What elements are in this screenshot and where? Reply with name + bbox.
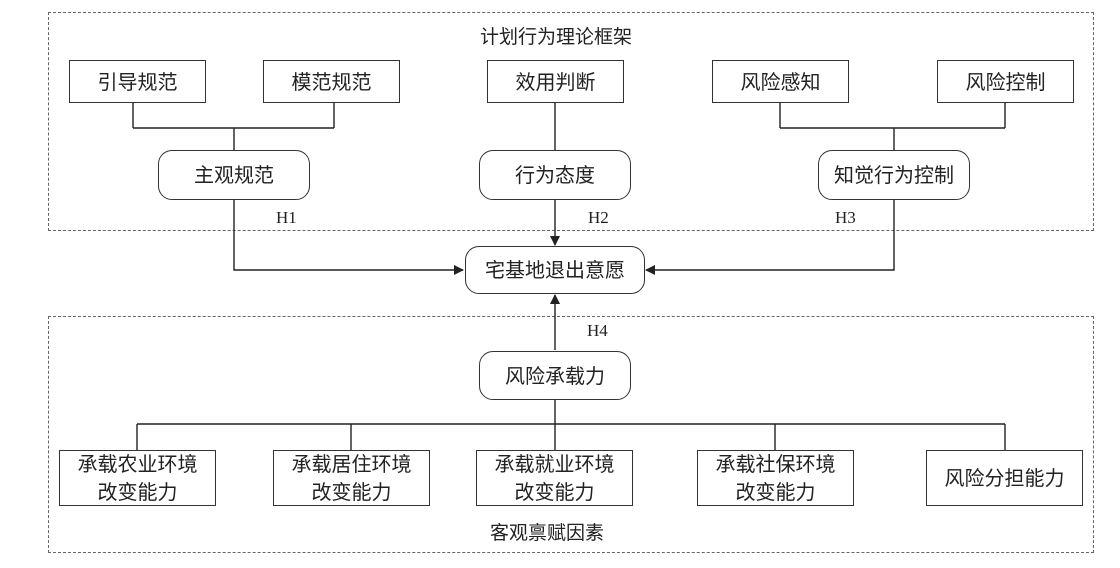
factor-social-security-line1: 承载社保环境 bbox=[715, 452, 836, 476]
subjective-norm-box: 主观规范 bbox=[158, 150, 310, 200]
risk-bearing-capacity-box: 风险承载力 bbox=[479, 351, 631, 400]
perceived-behavior-control-box: 知觉行为控制 bbox=[818, 150, 970, 200]
guide-norm-box: 引导规范 bbox=[69, 60, 206, 103]
homestead-exit-intention-box: 宅基地退出意愿 bbox=[465, 246, 645, 294]
factor-employment-line2: 改变能力 bbox=[514, 480, 595, 504]
utility-judgment-box: 效用判断 bbox=[487, 60, 624, 103]
risk-perception-box: 风险感知 bbox=[712, 60, 849, 103]
factor-employment-line1: 承载就业环境 bbox=[494, 452, 615, 476]
factor-housing-box: 承载居住环境 改变能力 bbox=[273, 450, 430, 506]
arrow-h3 bbox=[645, 200, 895, 275]
factor-employment-box: 承载就业环境 改变能力 bbox=[476, 450, 633, 506]
factor-social-security-line2: 改变能力 bbox=[735, 480, 816, 504]
factor-social-security-box: 承载社保环境 改变能力 bbox=[697, 450, 854, 506]
hypothesis-h1-label: H1 bbox=[276, 208, 297, 227]
factor-agriculture-box: 承载农业环境 改变能力 bbox=[59, 450, 216, 506]
hypothesis-h3-label: H3 bbox=[835, 208, 856, 227]
tpb-framework-frame bbox=[48, 12, 1094, 231]
factor-housing-line1: 承载居住环境 bbox=[291, 452, 412, 476]
hypothesis-h2-label: H2 bbox=[588, 208, 609, 227]
factor-housing-line2: 改变能力 bbox=[311, 480, 392, 504]
risk-control-box: 风险控制 bbox=[937, 60, 1074, 103]
factor-agriculture-line2: 改变能力 bbox=[97, 480, 178, 504]
behavior-attitude-box: 行为态度 bbox=[479, 150, 631, 200]
objective-endowment-frame bbox=[48, 316, 1094, 553]
factor-agriculture-line1: 承载农业环境 bbox=[77, 452, 198, 476]
hypothesis-h4-label: H4 bbox=[587, 321, 608, 340]
objective-endowment-title: 客观禀赋因素 bbox=[490, 522, 605, 544]
model-norm-box: 模范规范 bbox=[263, 60, 400, 103]
tpb-framework-title: 计划行为理论框架 bbox=[480, 26, 633, 48]
arrow-h1 bbox=[233, 200, 464, 275]
factor-risk-sharing-box: 风险分担能力 bbox=[926, 450, 1083, 506]
